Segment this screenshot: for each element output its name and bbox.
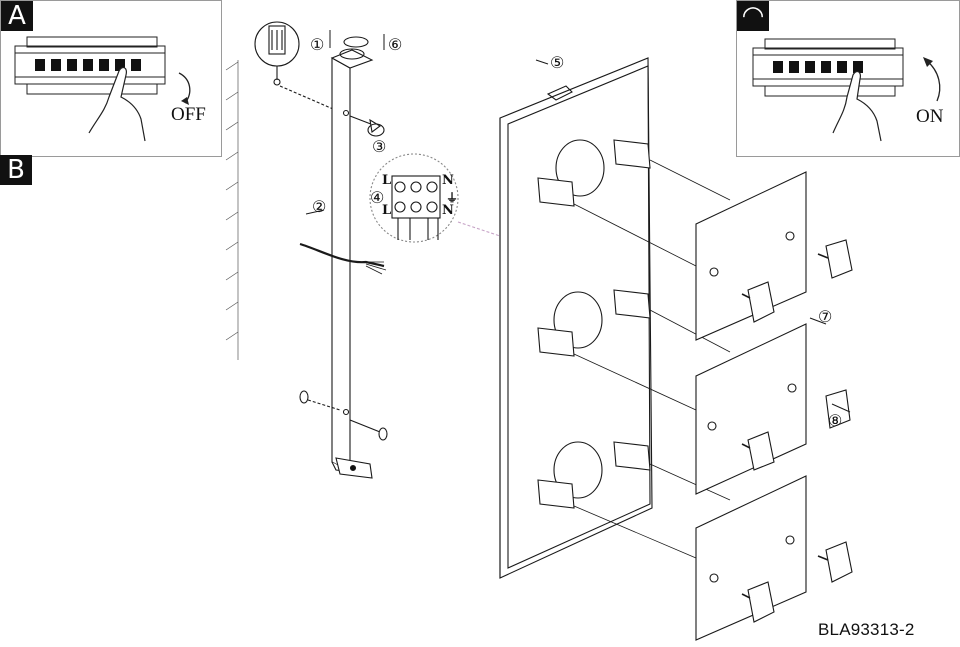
panel-c-breaker-on: ◠ ON bbox=[736, 0, 960, 157]
wall-plug-detail bbox=[254, 21, 300, 86]
mounting-bracket bbox=[330, 48, 374, 479]
earth-icon: ⏚ bbox=[446, 191, 458, 205]
panel-a-label: A bbox=[1, 1, 33, 31]
lamp-hole-middle bbox=[553, 291, 603, 349]
on-label: ON bbox=[916, 106, 944, 127]
step-2: ② bbox=[312, 197, 326, 216]
direction-arrow bbox=[305, 30, 851, 413]
lamp-socket bbox=[537, 139, 651, 509]
lamp-back-plate bbox=[499, 57, 653, 579]
panel-c-label: ◠ bbox=[737, 1, 769, 31]
lamp-hole-bottom bbox=[553, 441, 603, 499]
hand-icon bbox=[832, 70, 882, 142]
screw-lower bbox=[349, 419, 388, 441]
breaker-illustration-on bbox=[752, 38, 941, 142]
step-7: ⑦ bbox=[818, 307, 832, 326]
model-number: BLA93313-2 bbox=[818, 620, 915, 639]
terminal-l-bottom: L bbox=[382, 203, 391, 218]
glass-shade bbox=[695, 171, 807, 641]
step-8: ⑧ bbox=[828, 411, 842, 430]
step-6: ⑥ bbox=[388, 35, 402, 54]
lamp-hole-top bbox=[555, 139, 605, 197]
terminal-l-top: L bbox=[382, 173, 391, 188]
step-4: ④ bbox=[370, 188, 384, 207]
terminal-n-top: N bbox=[442, 173, 454, 188]
step-5: ⑤ bbox=[550, 53, 564, 72]
plug-lower bbox=[299, 390, 309, 404]
breaker-illustration-off bbox=[14, 36, 191, 142]
breaker-terminals bbox=[26, 36, 158, 95]
wall-hatching bbox=[225, 60, 239, 360]
rotate-arrow-icon bbox=[343, 36, 369, 48]
terminal-block-detail bbox=[369, 153, 459, 243]
terminal-n-bottom: N bbox=[442, 203, 454, 218]
decorative-cap bbox=[747, 239, 853, 623]
off-label: OFF bbox=[171, 104, 206, 125]
step-3: ③ bbox=[372, 137, 386, 156]
step-1: ① bbox=[310, 35, 324, 54]
hand-icon bbox=[88, 66, 146, 142]
panel-a-breaker-off: A OFF bbox=[0, 0, 222, 157]
mains-cable bbox=[299, 242, 385, 268]
fixing-screw bbox=[707, 231, 797, 583]
panel-b-label: B bbox=[0, 155, 32, 185]
